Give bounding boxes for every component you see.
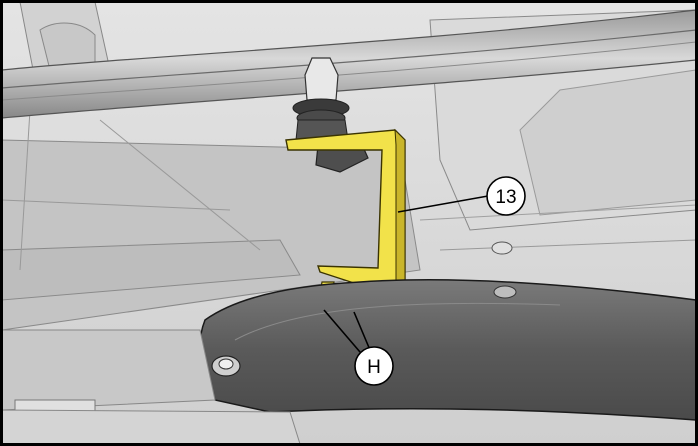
callout-h: H [354,346,394,386]
callout-h-label: H [367,357,381,378]
leader-line-13 [397,195,489,213]
leader-line-h-left [323,309,361,353]
callout-13: 13 [486,176,526,216]
leader-line-h-right [353,311,371,351]
callout-13-label: 13 [495,187,516,208]
